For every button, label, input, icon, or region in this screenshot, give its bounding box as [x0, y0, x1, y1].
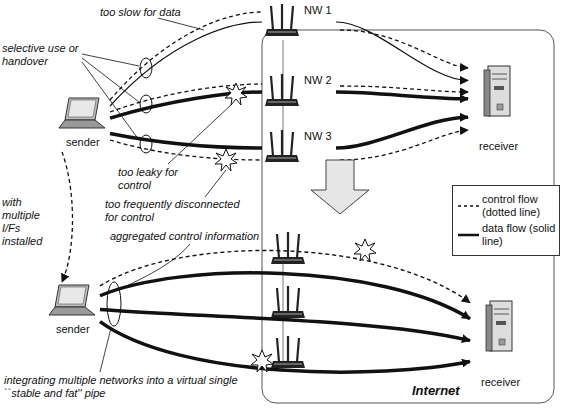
sender-laptop: sender [45, 282, 100, 337]
legend-text: data flow (solid line) [482, 222, 556, 248]
node-label: sender [56, 323, 90, 336]
access-point: NW 1 [262, 2, 336, 42]
annotation: integrating multiple networks into a vir… [4, 374, 254, 400]
node-label: NW 1 [304, 4, 332, 17]
receiver-server: receiver [468, 62, 530, 154]
data-flow-line [100, 322, 470, 373]
data-flow-line [336, 117, 468, 148]
node-label: NW 2 [304, 74, 332, 87]
data-flow-line [336, 22, 468, 80]
annotation: too frequently disconnected for control [105, 198, 255, 224]
laptop-icon [55, 95, 110, 135]
ap-icon [262, 128, 302, 168]
access-point: NW 3 [262, 128, 336, 168]
node-label: receiver [479, 140, 518, 153]
annotation: with multiple I/Fs installed [2, 196, 60, 248]
annotation: selective use or handover [2, 42, 82, 68]
node-label: NW 3 [304, 130, 332, 143]
receiver-server: receiver [470, 295, 532, 390]
annotation: too leaky for control [118, 166, 194, 192]
access-point: NW 2 [262, 72, 336, 112]
legend-entry: control flow (dotted line) [456, 193, 556, 219]
tower-icon [484, 295, 518, 359]
node-label: sender [66, 136, 100, 149]
laptop-icon [45, 282, 100, 322]
annotation: aggregated control information [110, 230, 259, 243]
data-flow-line [336, 92, 468, 99]
region-label: Internet [412, 384, 460, 397]
data-flow-line [110, 22, 262, 106]
legend-sample [456, 200, 482, 212]
annotation: too slow for data [100, 6, 181, 19]
legend-box: control flow (dotted line) data flow (sol… [452, 185, 560, 256]
node-label: receiver [481, 376, 520, 389]
legend-text: control flow (dotted line) [482, 193, 556, 219]
data-flow-line [100, 310, 470, 341]
tower-icon [482, 62, 516, 122]
data-flow-line [110, 134, 262, 149]
sender-laptop: sender [55, 95, 110, 150]
ap-icon [262, 2, 302, 42]
ap-icon [262, 72, 302, 112]
legend-entry: data flow (solid line) [456, 222, 556, 248]
legend-sample [456, 229, 482, 241]
